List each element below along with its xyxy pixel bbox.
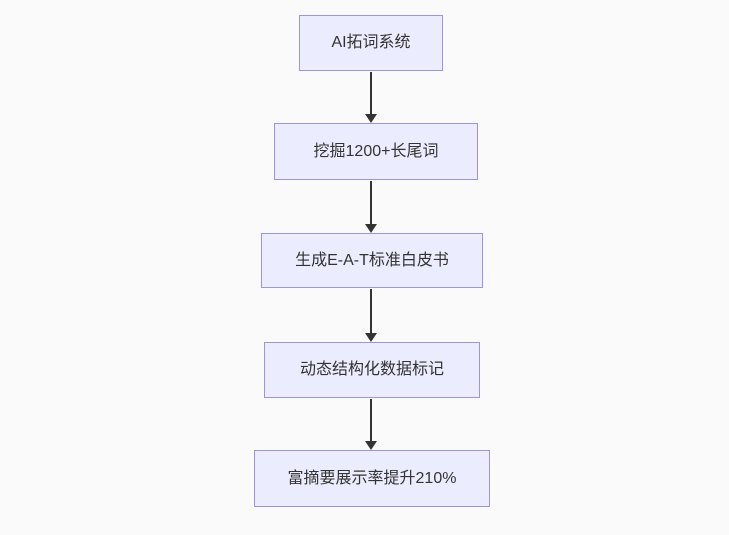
arrowhead-down-icon: [365, 114, 377, 123]
flow-edge-3: [365, 399, 377, 450]
flow-node-eat-whitepaper: 生成E-A-T标准白皮书: [261, 233, 483, 288]
flow-edge-0: [365, 72, 377, 123]
flow-node-label: 动态结构化数据标记: [299, 361, 444, 378]
arrowhead-down-icon: [365, 224, 377, 233]
flow-node-label: 挖掘1200+长尾词: [313, 142, 439, 160]
flow-node-ai-keyword-system: AI拓词系统: [299, 15, 443, 71]
flow-node-label: 富摘要展示率提升210%: [287, 469, 457, 487]
flow-edge-1: [365, 181, 377, 233]
arrowhead-down-icon: [365, 441, 377, 450]
flow-node-structured-data-markup: 动态结构化数据标记: [264, 342, 480, 398]
flow-node-rich-snippet-result: 富摘要展示率提升210%: [254, 450, 490, 507]
flow-node-longtail-mining: 挖掘1200+长尾词: [274, 123, 478, 180]
flow-node-label: AI拓词系统: [331, 34, 411, 51]
arrowhead-down-icon: [365, 333, 377, 342]
flow-edge-2: [365, 289, 377, 342]
flow-node-label: 生成E-A-T标准白皮书: [295, 251, 449, 269]
